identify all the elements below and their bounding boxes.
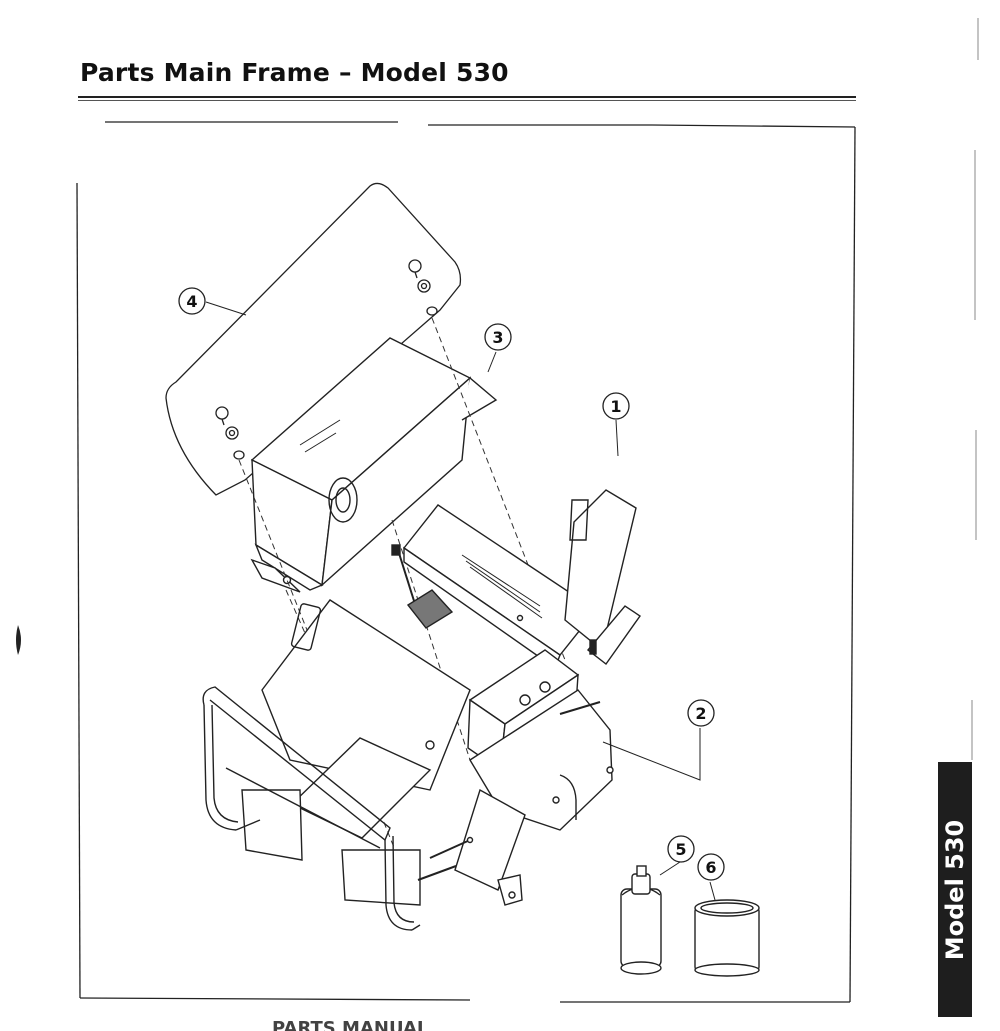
callout-3-circle <box>484 323 512 351</box>
part-roll-bar <box>202 686 421 931</box>
title-rule-secondary <box>78 100 856 101</box>
callout-2-circle <box>687 699 715 727</box>
side-tab-label: Model 530 <box>941 819 969 960</box>
punch-hole-mark <box>16 625 21 655</box>
callout-4-label: 4 <box>186 292 197 311</box>
callout-3-label: 3 <box>492 328 503 347</box>
callout-1-label: 1 <box>610 397 621 416</box>
scan-margin-marks <box>971 18 979 760</box>
part-cover-panel <box>165 182 462 496</box>
callout-1-circle <box>602 392 630 420</box>
part-main-frame <box>241 489 641 906</box>
footer-text-fragment: PARTS MANUAL <box>272 1018 429 1031</box>
callout-6-label: 6 <box>705 858 716 877</box>
callout-leaders <box>205 301 716 901</box>
page-title: Parts Main Frame – Model 530 <box>80 58 509 87</box>
side-tab: Model 530 <box>938 762 972 1017</box>
diagram-frame <box>76 121 856 1003</box>
callout-5-label: 5 <box>675 840 686 859</box>
part-spray-can <box>620 865 662 975</box>
callout-labels: 4 3 1 2 5 6 <box>186 292 716 877</box>
callout-2-label: 2 <box>695 704 706 723</box>
callout-4-circle <box>178 287 206 315</box>
callout-6-circle <box>697 853 725 881</box>
part-paint-can <box>694 899 760 977</box>
callout-5-circle <box>667 835 695 863</box>
callout-circles <box>178 287 725 881</box>
title-rule <box>78 96 856 98</box>
part-engine-cover <box>250 337 498 593</box>
